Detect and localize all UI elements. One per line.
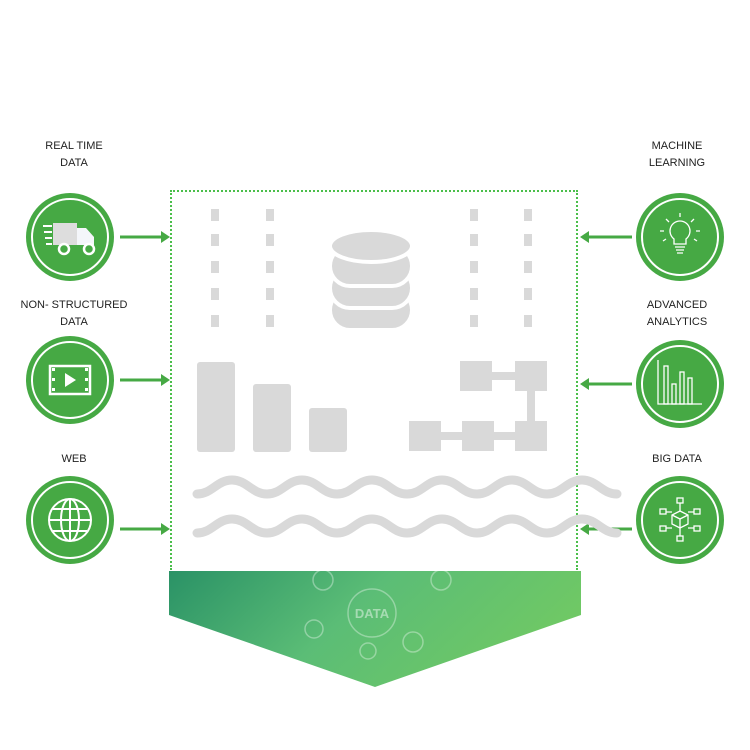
label-machine-learning: MACHINE LEARNING (597, 138, 750, 172)
dashed-lines (211, 209, 532, 327)
label-big-data: BIG DATA (597, 451, 750, 468)
label-real-time-data: REAL TIME DATA (0, 138, 154, 172)
label-line: DATA (60, 157, 88, 169)
label-web: WEB (0, 451, 154, 468)
bar-blocks (197, 362, 347, 452)
dash-column (211, 209, 219, 327)
label-line: DATA (60, 316, 88, 328)
waves (192, 475, 622, 538)
label-advanced-analytics: ADVANCED ANALYTICS (597, 297, 750, 331)
label-line: WEB (61, 453, 87, 465)
database-icon (328, 228, 414, 332)
label-line: ADVANCED (646, 299, 708, 311)
truck-icon (26, 193, 114, 281)
data-lake-box (170, 190, 578, 570)
video-icon (26, 336, 114, 424)
label-line: REAL TIME (45, 140, 103, 152)
flow-blocks (409, 361, 547, 451)
lightbulb-icon (636, 193, 724, 281)
label-line: NON- STRUCTURED (20, 299, 128, 311)
label-line: ANALYTICS (646, 316, 708, 328)
bar-chart-icon (636, 340, 724, 428)
label-non-structured-data: NON- STRUCTURED DATA (0, 297, 154, 331)
globe-icon (26, 476, 114, 564)
label-line: BIG DATA (652, 453, 702, 465)
banner-data-text: DATA (355, 606, 390, 621)
label-line: MACHINE (651, 140, 703, 152)
data-banner (169, 569, 581, 687)
label-line: LEARNING (648, 157, 706, 169)
network-cube-icon (636, 476, 724, 564)
